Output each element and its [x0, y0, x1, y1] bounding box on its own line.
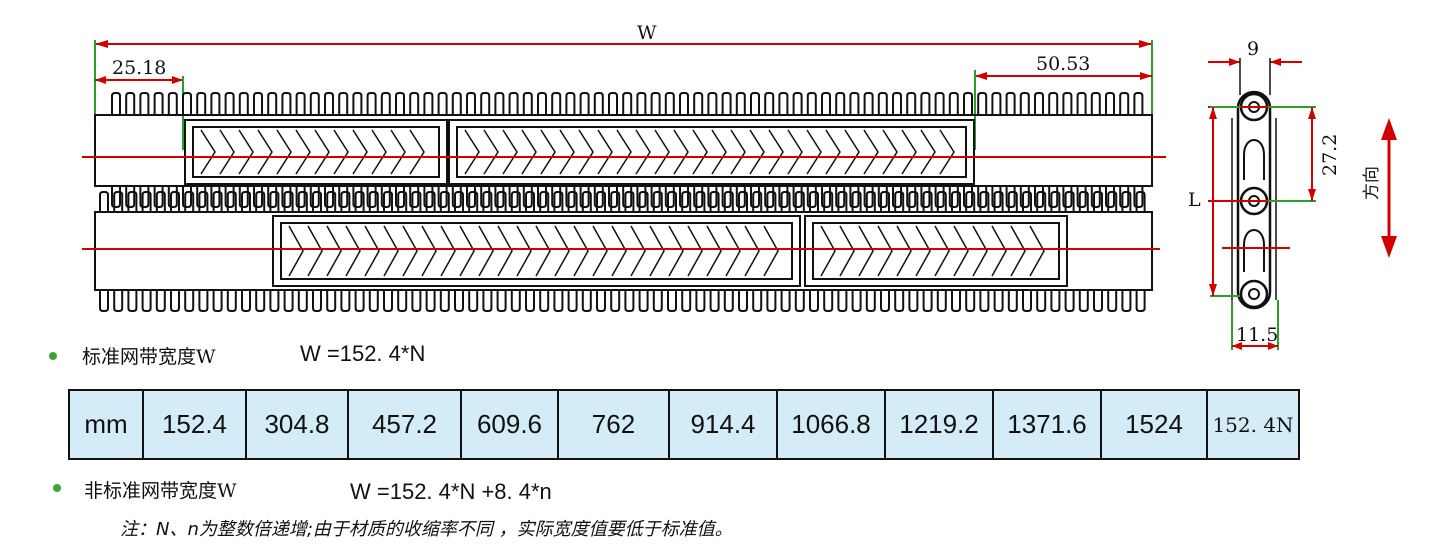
- side-view: 9 L 27.2: [1188, 38, 1397, 350]
- table-cell: 304.8: [245, 389, 349, 460]
- table-cell: mm: [68, 389, 144, 460]
- left-offset-dimension: 25.18: [95, 57, 184, 150]
- side-bottom-width-label: 11.5: [1236, 324, 1278, 346]
- table-cell: 609.6: [460, 389, 559, 460]
- nonstandard-width-label: 非标准网带宽度W: [84, 480, 237, 502]
- left-offset-label: 25.18: [112, 57, 166, 79]
- table-cell: 1219.2: [884, 389, 994, 460]
- belt-top-view: [82, 92, 1166, 312]
- standard-width-label: 标准网带宽度W: [82, 346, 216, 368]
- table-cell: 1524: [1100, 389, 1208, 460]
- table-cell: 762: [557, 389, 670, 460]
- side-pitch-label: 9: [1247, 38, 1259, 60]
- width-table: mm 152.4 304.8 457.2 609.6 762 914.4 106…: [68, 389, 1300, 460]
- bullet-icon: [49, 352, 57, 360]
- width-dimension: W: [94, 22, 1153, 155]
- table-cell: 914.4: [668, 389, 778, 460]
- table-cell: 1066.8: [776, 389, 886, 460]
- width-dim-label: W: [637, 22, 657, 44]
- standard-formula: W =152. 4*N: [300, 341, 426, 366]
- table-cell: 457.2: [347, 389, 462, 460]
- side-length-label: L: [1188, 189, 1201, 211]
- table-row: mm 152.4 304.8 457.2 609.6 762 914.4 106…: [68, 389, 1300, 460]
- direction-label: 方向: [1362, 166, 1382, 200]
- bullet-icon: [53, 484, 61, 492]
- table-cell: 152. 4N: [1206, 389, 1300, 460]
- side-height-label: 27.2: [1319, 134, 1341, 176]
- right-offset-label: 50.53: [1036, 53, 1090, 75]
- note-text: 注：N、n为整数倍递增;由于材质的收缩率不同 ，实际宽度值要低于标准值。: [120, 519, 733, 540]
- table-cell: 1371.6: [992, 389, 1102, 460]
- nonstandard-formula: W =152. 4*N +8. 4*n: [350, 479, 552, 504]
- table-cell: 152.4: [142, 389, 247, 460]
- belt-drawing: W 25.18 50.53 9: [82, 22, 1397, 350]
